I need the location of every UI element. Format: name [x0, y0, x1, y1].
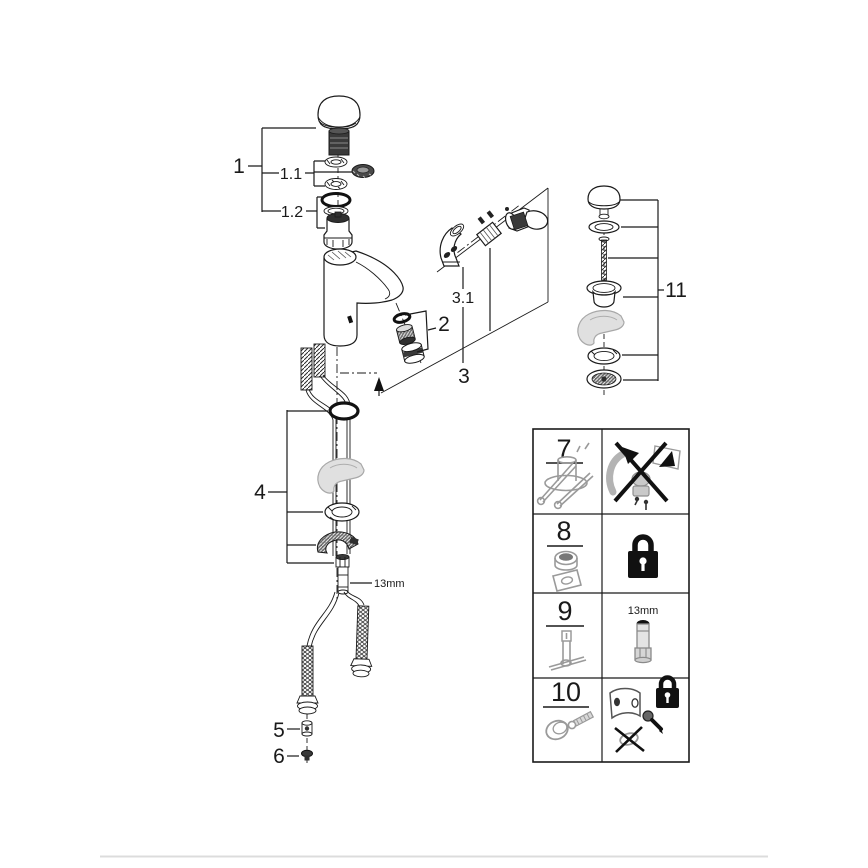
padlock-icon [628, 534, 658, 578]
callout-6: 6 [273, 745, 299, 768]
callout-11: 11 [665, 279, 687, 302]
mousseur [395, 324, 416, 345]
direction-arrow [374, 377, 384, 391]
plug-seal-ring [588, 220, 620, 234]
lever-screw [505, 207, 509, 211]
callout-11-bracket: 11 [608, 199, 687, 381]
escutcheon-elbow [439, 223, 465, 267]
knob-handle [317, 95, 361, 130]
handle-exploded-group [317, 95, 375, 254]
table-number-9: 9 [557, 596, 572, 626]
washer [324, 156, 348, 168]
parts-table: 7 [532, 428, 690, 763]
aerator-housing [401, 342, 425, 364]
callout-1-bracket: 1 [233, 127, 316, 212]
callout-1-1: 1.1 [280, 166, 302, 183]
popup-plug [587, 185, 621, 220]
drain-strainer [586, 369, 622, 389]
cartridge [323, 211, 353, 250]
ghost-wedge-drain [577, 309, 625, 346]
valve-adapter [475, 210, 503, 247]
socket-13mm-cell: 13mm [628, 605, 659, 664]
right-supply-hose [350, 605, 373, 678]
pull-rod [598, 236, 610, 285]
socket-13mm-icon [634, 620, 652, 664]
handle-stem [328, 127, 350, 156]
callout-1-2: 1.2 [281, 204, 303, 221]
supply-hoses-group: 5 6 [273, 590, 373, 768]
side-lever-assembly-group: 3.1 3 [340, 187, 549, 396]
secured-bracket-crossed-cap-icon [609, 675, 679, 753]
table-cell-10: 10 [543, 677, 595, 741]
table-number-8: 8 [556, 516, 571, 546]
base-o-ring [328, 401, 360, 421]
knurled-nut [351, 164, 375, 178]
mounting-rod-tool-icon [548, 630, 587, 671]
threaded-shanks [300, 343, 326, 391]
aerator-washer [392, 312, 412, 324]
callout-2-bracket: 2 [404, 310, 450, 353]
threaded-stud [337, 566, 349, 595]
callout-1: 1 [233, 155, 245, 178]
drain-assembly-group: 11 [577, 185, 687, 398]
callout-3-lines: 3.1 3 [452, 248, 491, 388]
callout-1-1-bracket: 1.1 [280, 160, 352, 187]
callout-4: 4 [254, 481, 266, 504]
o-ring [320, 192, 352, 208]
callout-5-label: 5 [273, 719, 285, 742]
drain-seal-ring [587, 347, 621, 365]
mounting-kit-group: 13mm 4 [254, 401, 405, 595]
plug-escutcheon-icon [552, 550, 582, 592]
callout-5: 5 [273, 719, 300, 742]
wrench-size-callout: 13mm [350, 578, 405, 590]
mounting-nut [335, 554, 350, 568]
waste-flange [586, 280, 622, 308]
callout-1-2-bracket: 1.2 [281, 196, 325, 229]
crossed-lever-assembly-icon [606, 441, 681, 510]
callout-2: 2 [438, 313, 450, 336]
wrench-size-label: 13mm [374, 578, 405, 590]
faucet-body [323, 248, 404, 347]
washer [324, 178, 348, 190]
cap-with-screw-icon [545, 710, 595, 741]
aerator-exploded-group: 2 [392, 302, 450, 364]
ghost-wedge [317, 457, 365, 494]
lever-handle [504, 207, 549, 232]
table-cell-7: 7 [536, 434, 594, 510]
left-supply-hose [296, 645, 319, 715]
table-cell-8: 8 [547, 516, 583, 592]
socket-size-label: 13mm [628, 605, 659, 617]
callout-3-1: 3.1 [452, 290, 474, 307]
mounting-kit-icon [536, 442, 594, 510]
callout-3: 3 [458, 365, 470, 388]
callout-4-bracket: 4 [254, 410, 334, 564]
table-number-10: 10 [551, 677, 581, 707]
filter-nut-part5 [301, 720, 313, 737]
mounting-clamp [316, 531, 359, 554]
screw-part6 [301, 749, 313, 763]
mounting-washer [324, 502, 360, 522]
table-cell-9: 9 [546, 596, 587, 671]
callout-6-label: 6 [273, 745, 285, 768]
